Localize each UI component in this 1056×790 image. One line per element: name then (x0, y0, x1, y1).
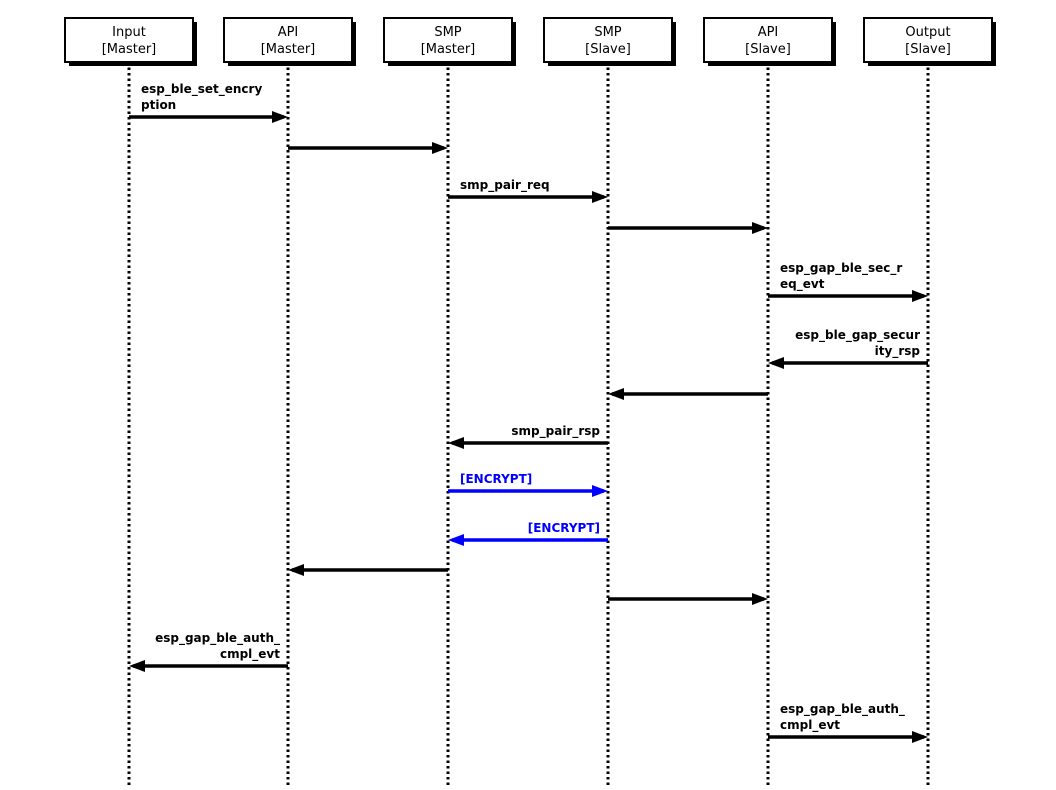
message-label: esp_gap_ble_auth_ (155, 631, 280, 646)
message-label: smp_pair_rsp (511, 424, 600, 439)
message-label: cmpl_evt (220, 647, 280, 662)
message-label: [ENCRYPT] (460, 472, 532, 486)
actor-box (64, 17, 194, 63)
actor-name: API (758, 25, 779, 40)
message-label: esp_gap_ble_sec_r (780, 261, 902, 276)
message-arrowhead (912, 731, 928, 743)
message-arrowhead (752, 593, 768, 605)
actor-box (383, 17, 513, 63)
message-label: eq_evt (780, 277, 825, 292)
message-arrowhead (432, 142, 448, 154)
message-arrowhead (448, 437, 464, 449)
actor-box (543, 17, 673, 63)
message-arrowhead (608, 388, 624, 400)
message-label: esp_gap_ble_auth_ (780, 702, 905, 717)
message-arrowhead (768, 357, 784, 369)
message-arrowhead (592, 191, 608, 203)
actor-role: [Slave] (745, 42, 791, 57)
actor-role: [Master] (261, 42, 316, 57)
actor-box (863, 17, 993, 63)
actor-role: [Slave] (585, 42, 631, 57)
message-arrowhead (752, 222, 768, 234)
message-arrowhead (592, 485, 608, 497)
message-arrowhead (448, 534, 464, 546)
message-label: esp_ble_gap_secur (795, 328, 920, 343)
message-arrowhead (272, 111, 288, 123)
message-label: smp_pair_req (460, 178, 550, 193)
message-arrowhead (912, 290, 928, 302)
actor-box (223, 17, 353, 63)
actor-box (703, 17, 833, 63)
actor-name: Input (112, 25, 146, 40)
message-label: ity_rsp (875, 344, 921, 359)
message-arrowhead (129, 660, 145, 672)
message-label: [ENCRYPT] (528, 521, 600, 535)
message-label: cmpl_evt (780, 718, 840, 733)
actor-name: API (278, 25, 299, 40)
actor-role: [Master] (421, 42, 476, 57)
actor-name: SMP (434, 25, 461, 40)
message-label: esp_ble_set_encry (141, 82, 262, 97)
message-arrowhead (288, 564, 304, 576)
message-label: ption (141, 98, 176, 112)
actor-name: Output (905, 25, 950, 40)
actor-name: SMP (594, 25, 621, 40)
actor-role: [Master] (102, 42, 157, 57)
actor-role: [Slave] (905, 42, 951, 57)
